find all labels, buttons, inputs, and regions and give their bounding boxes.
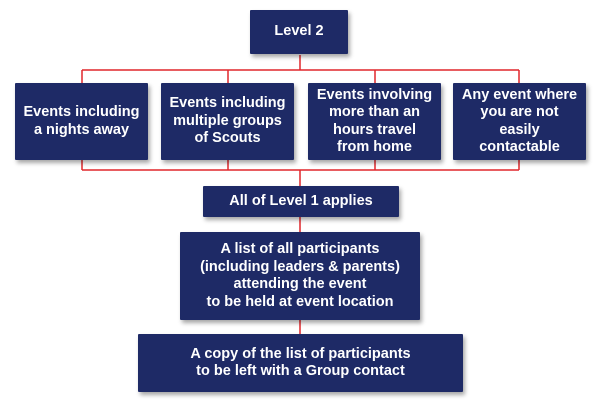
- level-2-label: Level 2: [274, 23, 324, 40]
- not-contactable-label: Any event where you are not easily conta…: [461, 86, 578, 156]
- participants-list-label: A list of all participants (including le…: [200, 241, 400, 310]
- group-contact-copy-box: A copy of the list of participants to be…: [138, 334, 463, 392]
- level-1-applies-label: All of Level 1 applies: [229, 192, 373, 209]
- group-contact-copy-label: A copy of the list of participants to be…: [190, 345, 411, 380]
- multiple-groups-label: Events including multiple groups of Scou…: [169, 95, 286, 147]
- nights-away-label: Events including a nights away: [23, 104, 140, 138]
- level-2-box: Level 2: [250, 10, 348, 54]
- level-1-applies-box: All of Level 1 applies: [203, 186, 399, 217]
- nights-away-box: Events including a nights away: [15, 83, 148, 160]
- hours-travel-label: Events involving more than an hours trav…: [316, 86, 433, 156]
- participants-list-box: A list of all participants (including le…: [180, 232, 420, 320]
- not-contactable-box: Any event where you are not easily conta…: [453, 83, 586, 160]
- hours-travel-box: Events involving more than an hours trav…: [308, 83, 441, 160]
- multiple-groups-box: Events including multiple groups of Scou…: [161, 83, 294, 160]
